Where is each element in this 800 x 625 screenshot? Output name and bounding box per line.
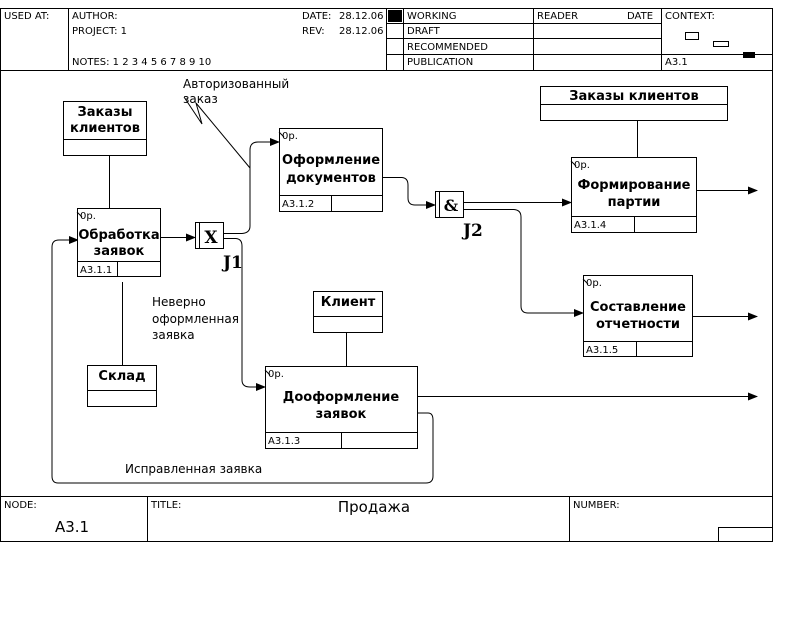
tunnel-warehouse-label: Склад — [98, 369, 145, 384]
tunnel-orders-top-label: Заказы клиентов — [569, 89, 698, 104]
node-value: A3.1 — [55, 518, 89, 536]
context-box-2 — [713, 41, 729, 47]
activity-a314-line2: партии — [608, 195, 661, 210]
activity-a315-node: A3.1.5 — [586, 345, 618, 356]
activity-a312-line2: документов — [286, 171, 376, 186]
tunnel-client: Клиент — [313, 291, 383, 333]
label-authorized-line2: заказ — [183, 92, 218, 106]
activity-a314-line1: Формирование — [577, 178, 690, 193]
status-draft: DRAFT — [407, 26, 441, 37]
junction-j2-label: J2 — [461, 221, 483, 241]
rev-label: REV: — [302, 26, 325, 37]
tunnel-warehouse: Склад — [87, 365, 157, 407]
tunnel-client-label: Клиент — [321, 295, 376, 310]
activity-a312-tag: 0р. — [282, 131, 298, 142]
label-fixed: Исправленная заявка — [125, 462, 262, 476]
node-label: NODE: — [4, 500, 37, 511]
tunnel-orders-left-line1: Заказы — [78, 105, 133, 120]
title-label: TITLE: — [150, 500, 181, 511]
context-node: A3.1 — [665, 57, 688, 68]
reader-label: READER — [537, 11, 578, 22]
activity-a315-tag: 0р. — [586, 278, 602, 289]
arrow-j1-to-a313 — [224, 238, 266, 391]
squiggle-authorized — [183, 96, 251, 169]
status-recommended: RECOMMENDED — [407, 42, 488, 53]
used-at-label: USED AT: — [4, 11, 49, 22]
status-working: WORKING — [407, 11, 456, 22]
plain-connectors — [109, 121, 638, 366]
date-label: DATE: — [302, 11, 331, 22]
activity-a311-line1: Обработка — [78, 228, 159, 243]
reader-date-label: DATE — [627, 11, 653, 22]
junction-j1[interactable]: X J1 — [195, 222, 243, 273]
activity-a313-line1: Дооформление — [283, 390, 400, 405]
working-status-marker — [388, 10, 402, 22]
arrow-j1-to-a312 — [224, 138, 280, 234]
number-label: NUMBER: — [573, 500, 620, 511]
status-publication: PUBLICATION — [407, 57, 473, 68]
arrow-a312-to-j2 — [383, 177, 436, 209]
rev-value: 28.12.06 — [339, 26, 384, 37]
label-bad-line1: Неверно — [152, 295, 206, 309]
arrow-feedback-fixed — [51, 236, 434, 484]
header-block: USED AT: AUTHOR: PROJECT: 1 NOTES: 1 2 3… — [0, 8, 772, 71]
activity-a314[interactable]: 0р. Формирование партии A3.1.4 — [570, 157, 697, 233]
tunnel-orders-left: Заказы клиентов — [63, 101, 147, 156]
activity-a315-line1: Составление — [590, 300, 686, 315]
context-label: CONTEXT: — [665, 11, 715, 22]
activity-a313-line2: заявок — [316, 407, 367, 422]
arrows — [51, 96, 758, 484]
project-label: PROJECT: 1 — [72, 26, 127, 37]
activity-a311-node: A3.1.1 — [80, 265, 112, 276]
arrow-j2-to-a315 — [464, 209, 584, 317]
activity-a315-line2: отчетности — [596, 317, 680, 332]
activity-a314-node: A3.1.4 — [574, 220, 606, 231]
junction-j1-symbol: X — [204, 228, 218, 248]
title-value: Продажа — [338, 498, 410, 516]
footer-block: NODE: A3.1 TITLE: Продажа NUMBER: — [0, 496, 773, 542]
activity-a311[interactable]: 0р. Обработка заявок A3.1.1 — [76, 208, 161, 277]
label-bad-line3: заявка — [152, 328, 195, 342]
tunnel-orders-left-line2: клиентов — [70, 121, 140, 136]
activity-a313-tag: 0р. — [268, 369, 284, 380]
activity-a315[interactable]: 0р. Составление отчетности A3.1.5 — [582, 275, 693, 357]
activity-a311-tag: 0р. — [80, 211, 96, 222]
junction-j2[interactable]: & J2 — [435, 191, 483, 241]
activity-a312-node: A3.1.2 — [282, 199, 314, 210]
junction-j1-label: J1 — [221, 253, 243, 273]
author-label: AUTHOR: — [72, 11, 118, 22]
date-value: 28.12.06 — [339, 11, 384, 22]
activity-a314-tag: 0р. — [574, 160, 590, 171]
label-bad-line2: оформленная — [152, 312, 239, 326]
activity-a311-line2: заявок — [94, 244, 145, 259]
notes-label: NOTES: 1 2 3 4 5 6 7 8 9 10 — [72, 57, 211, 68]
activity-a313[interactable]: 0р. Дооформление заявок A3.1.3 — [264, 366, 418, 449]
activity-a312-line1: Оформление — [282, 153, 380, 168]
context-box-3 — [743, 52, 755, 58]
activity-a313-node: A3.1.3 — [268, 436, 300, 447]
label-authorized-line1: Авторизованный — [183, 77, 289, 91]
junction-j2-symbol: & — [444, 196, 459, 215]
context-box-1 — [685, 32, 699, 40]
activity-a312[interactable]: 0р. Оформление документов A3.1.2 — [278, 128, 383, 212]
tunnel-orders-top: Заказы клиентов — [540, 86, 728, 121]
